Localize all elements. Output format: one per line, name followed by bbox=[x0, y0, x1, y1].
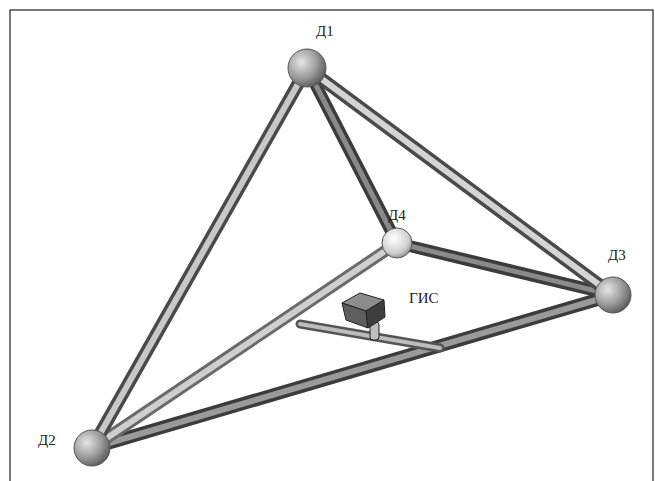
sensor-label: Д3 bbox=[608, 248, 626, 263]
sphere bbox=[595, 277, 631, 313]
device-front bbox=[342, 303, 368, 328]
rod bbox=[92, 68, 307, 448]
device-side bbox=[366, 300, 385, 328]
rod-highlight bbox=[307, 68, 613, 295]
rod-highlight bbox=[92, 243, 397, 448]
rod bbox=[92, 243, 397, 448]
sensor-label: Д2 bbox=[38, 433, 56, 448]
gis-device bbox=[342, 293, 385, 340]
rod-highlight bbox=[92, 68, 307, 448]
sphere bbox=[382, 228, 412, 258]
frame-border bbox=[10, 10, 653, 481]
spheres bbox=[74, 49, 631, 466]
sensor-label: Д1 bbox=[316, 24, 334, 39]
sphere bbox=[74, 430, 110, 466]
device-label: ГИС bbox=[409, 291, 439, 306]
sphere bbox=[288, 49, 326, 87]
sensor-label: Д4 bbox=[388, 208, 406, 223]
rods bbox=[92, 68, 613, 448]
rod bbox=[307, 68, 613, 295]
